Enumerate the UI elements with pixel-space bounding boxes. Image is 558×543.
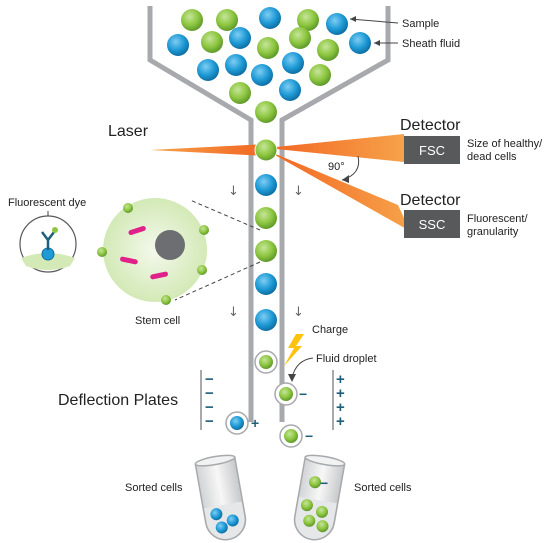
plate-plus: + (336, 399, 345, 416)
plate-plus: + (336, 371, 345, 388)
sample-pointer (349, 18, 399, 24)
tube-charge-minus: − (320, 475, 328, 491)
ssc-label: SSC (419, 217, 446, 232)
plate-minus: − (205, 385, 214, 402)
angle-arc-head (342, 175, 349, 183)
cell (279, 79, 301, 101)
fsc-beam (266, 134, 404, 162)
fluorescent-dye-label: Fluorescent dye (8, 197, 86, 209)
sample-pointer-head (350, 16, 356, 22)
cell (297, 9, 319, 31)
detector-fsc-label: Detector (400, 117, 461, 134)
droplet-charge-minus: − (305, 428, 313, 444)
zoom-line (174, 261, 261, 301)
test-tube-left (194, 454, 247, 541)
fluid-droplet-label: Fluid droplet (316, 353, 377, 365)
cell (167, 34, 189, 56)
cell (317, 39, 339, 61)
antibody-icon (41, 231, 55, 250)
cell (197, 59, 219, 81)
flow-arrow: ↓ (293, 305, 304, 320)
sorted-cells-left-label: Sorted cells (125, 482, 183, 494)
cell (201, 31, 223, 53)
fluid-droplet-pointer-head (288, 374, 296, 382)
cell (255, 273, 277, 295)
droplets (225, 350, 303, 448)
plate-minus: − (205, 413, 214, 430)
flow-arrow: ↓ (293, 184, 304, 199)
cell (216, 9, 238, 31)
flow-arrow: ↓ (228, 184, 239, 199)
zoom-line (189, 199, 261, 231)
organelle (128, 225, 146, 235)
flow-arrow: ↓ (228, 305, 239, 320)
laser-label: Laser (108, 123, 149, 140)
flow-channel (147, 6, 391, 422)
droplet-charge-minus: − (299, 386, 307, 402)
angle-label: 90° (328, 161, 345, 173)
stem-cell-label: Stem cell (135, 315, 180, 327)
surface-marker (197, 265, 207, 275)
cell (229, 27, 251, 49)
droplet-charge-plus: + (251, 415, 259, 431)
nucleus (155, 230, 185, 260)
plate-minus: − (205, 371, 214, 388)
surface-marker (161, 295, 171, 305)
cell (255, 174, 277, 196)
cell (251, 64, 273, 86)
ssc-desc-1: Fluorescent/ (467, 213, 528, 225)
fsc-desc-1: Size of healthy/ (467, 138, 543, 150)
fsc-label: FSC (419, 143, 445, 158)
fsc-desc-2: dead cells (467, 151, 517, 163)
cell (349, 32, 371, 54)
ssc-beam (266, 150, 410, 231)
cell (181, 9, 203, 31)
cell (225, 54, 247, 76)
channel-cells (254, 101, 278, 331)
sheath-fluid-label: Sheath fluid (402, 38, 460, 50)
fluorescent-dye-inset (19, 215, 77, 273)
cell (282, 52, 304, 74)
plate-plus: + (336, 413, 345, 430)
stem-cell (97, 198, 209, 305)
cell (255, 240, 277, 262)
cell (309, 64, 331, 86)
surface-marker (123, 203, 133, 213)
detector-ssc-label: Detector (400, 192, 461, 209)
cell (255, 207, 277, 229)
sample-cells (167, 7, 371, 104)
cell (229, 82, 251, 104)
cell (255, 101, 277, 123)
surface-marker (97, 247, 107, 257)
laser-beam (150, 144, 266, 156)
sample-label: Sample (402, 18, 439, 30)
cell (257, 37, 279, 59)
cell (326, 13, 348, 35)
fsc-box (404, 136, 460, 164)
organelle (150, 271, 168, 280)
plate-minus: − (205, 399, 214, 416)
cell (254, 138, 278, 162)
surface-marker (199, 225, 209, 235)
charge-label: Charge (312, 324, 348, 336)
ssc-desc-2: granularity (467, 226, 519, 238)
cell (255, 309, 277, 331)
organelle (120, 256, 138, 265)
ssc-box (404, 210, 460, 238)
charge-bolt-icon (284, 334, 304, 366)
sheath-pointer-head (374, 40, 380, 46)
plate-plus: + (336, 385, 345, 402)
test-tube-right (293, 454, 346, 541)
sorted-cells-right-label: Sorted cells (354, 482, 412, 494)
cell (289, 27, 311, 49)
deflection-plates-label: Deflection Plates (58, 392, 178, 409)
cell (259, 7, 281, 29)
dye-dot (52, 227, 58, 233)
